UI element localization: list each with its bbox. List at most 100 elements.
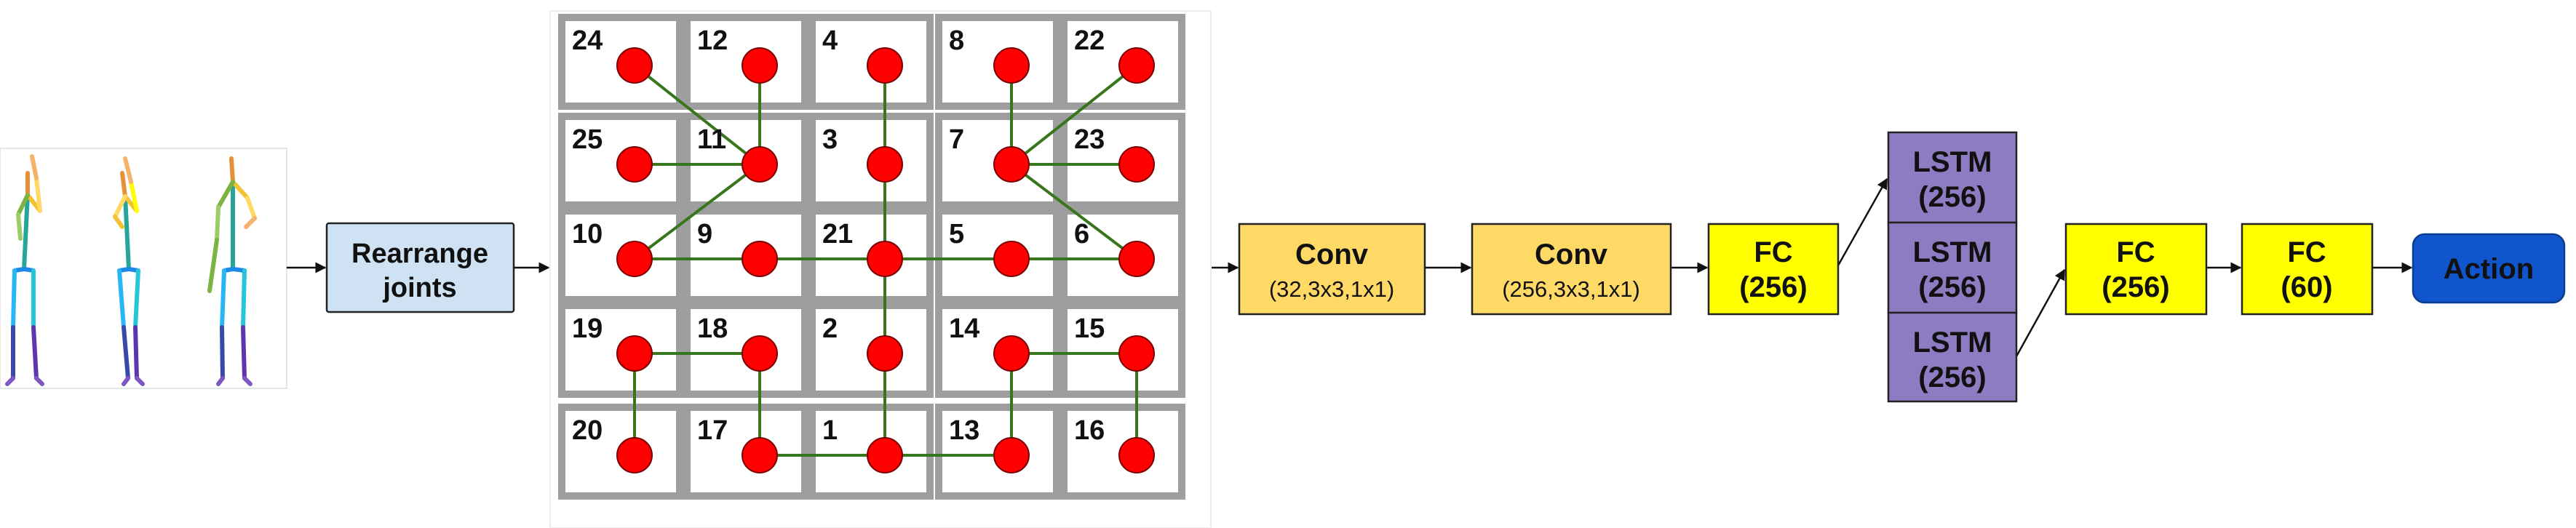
lstm-box-1 [1887, 131, 2018, 224]
joint-label-22: 22 [1074, 25, 1105, 56]
joint-label-2: 2 [822, 313, 838, 344]
joint-label-3: 3 [822, 124, 838, 155]
grid-cell-8 [935, 14, 1060, 110]
joint-label-10: 10 [572, 219, 603, 249]
joint-label-13: 13 [949, 415, 979, 446]
joint-7 [993, 146, 1030, 183]
grid-cell-16 [1060, 404, 1185, 500]
joint-1 [867, 437, 903, 473]
joint-9 [742, 241, 778, 277]
joint-4 [867, 47, 903, 84]
bone-10-11 [633, 163, 761, 260]
lstm-2-label-line1: LSTM [1913, 236, 1992, 268]
joint-5 [993, 241, 1030, 277]
conv2-label-line2: (256,3x3,1x1) [1502, 276, 1640, 302]
joint-25 [616, 146, 653, 183]
joint-16 [1118, 437, 1155, 473]
joint-15 [1118, 335, 1155, 372]
fc3-box [2241, 223, 2374, 316]
skeleton-input-image [0, 148, 287, 389]
joint-label-14: 14 [949, 313, 979, 344]
joint-22 [1118, 47, 1155, 84]
bone-24-11 [633, 64, 761, 166]
lstm-3-label-line1: LSTM [1913, 327, 1992, 359]
joint-label-8: 8 [949, 25, 964, 56]
joint-12 [742, 47, 778, 84]
joint-label-6: 6 [1074, 219, 1089, 249]
fc1-label-line1: FC [1754, 236, 1792, 268]
joint-20 [616, 437, 653, 473]
arrow-fc1-to-lstm [1837, 177, 1888, 266]
grid-cell-24 [558, 14, 683, 110]
fc2-label-line2: (256) [2102, 271, 2169, 303]
rearrange-joints-label-line2: joints [382, 273, 456, 303]
lstm-1-label-line2: (256) [1918, 181, 1986, 213]
conv2-block: Conv (256,3x3,1x1) [1471, 223, 1672, 316]
joint-14 [993, 335, 1030, 372]
joint-18 [742, 335, 778, 372]
rearrange-joints-label-line1: Rearrange [351, 239, 488, 269]
fc3-label-line1: FC [2287, 236, 2326, 268]
skeleton-figure-1 [5, 154, 44, 386]
skeleton-figure-2 [113, 156, 145, 386]
fc1-label-line2: (256) [1739, 271, 1807, 303]
action-label: Action [2444, 253, 2534, 285]
fc2-block: FC (256) [2064, 223, 2208, 316]
joint-3 [867, 146, 903, 183]
joint-label-7: 7 [949, 124, 964, 155]
joint-label-25: 25 [572, 124, 603, 155]
joint-label-19: 19 [572, 313, 603, 344]
joint-24 [616, 47, 653, 84]
bone-6-7 [1010, 163, 1138, 260]
joint-label-1: 1 [822, 415, 838, 446]
conv2-box [1471, 223, 1672, 316]
joint-label-20: 20 [572, 415, 603, 446]
grid-cell-14 [935, 302, 1060, 398]
conv1-label-line1: Conv [1295, 239, 1369, 271]
lstm-3-label-line2: (256) [1918, 361, 1986, 393]
joint-label-12: 12 [697, 25, 728, 56]
joint-2 [867, 335, 903, 372]
fc3-block: FC (60) [2241, 223, 2374, 316]
conv2-label-line1: Conv [1535, 239, 1608, 271]
joint-6 [1118, 241, 1155, 277]
lstm-stack: LSTM (256) LSTM (256) LSTM (256) [1887, 131, 2018, 403]
lstm-box-2 [1887, 221, 2018, 314]
joint-label-15: 15 [1074, 313, 1105, 344]
joint-label-5: 5 [949, 219, 964, 249]
fc3-label-line2: (60) [2281, 271, 2332, 303]
joint-13 [993, 437, 1030, 473]
joint-label-16: 16 [1074, 415, 1105, 446]
skeleton-figure-3 [207, 156, 257, 386]
joint-label-11: 11 [697, 124, 726, 155]
action-block: Action [2412, 233, 2566, 304]
conv1-block: Conv (32,3x3,1x1) [1238, 223, 1426, 316]
lstm-1-label-line1: LSTM [1913, 146, 1992, 178]
joint-label-21: 21 [822, 219, 853, 249]
fc2-box [2064, 223, 2208, 316]
joint-19 [616, 335, 653, 372]
joint-label-4: 4 [822, 25, 838, 56]
joint-23 [1118, 146, 1155, 183]
joint-10 [616, 241, 653, 277]
joint-8 [993, 47, 1030, 84]
fc1-block: FC (256) [1707, 223, 1840, 316]
flow-arrows [287, 177, 2413, 357]
joint-label-17: 17 [697, 415, 728, 446]
fc1-box [1707, 223, 1840, 316]
arrow-lstm-to-fc2 [2015, 268, 2066, 357]
lstm-box-3 [1887, 311, 2018, 403]
conv1-box [1238, 223, 1426, 316]
joint-11 [742, 146, 778, 183]
lstm-2-label-line2: (256) [1918, 271, 1986, 303]
fc2-label-line1: FC [2116, 236, 2155, 268]
rearrange-joints-block: Rearrange joints [325, 222, 515, 313]
rearrange-joints-box [325, 222, 515, 313]
joint-17 [742, 437, 778, 473]
joint-label-24: 24 [572, 25, 603, 56]
joint-21 [867, 241, 903, 277]
joint-grid-joints [616, 47, 1155, 473]
